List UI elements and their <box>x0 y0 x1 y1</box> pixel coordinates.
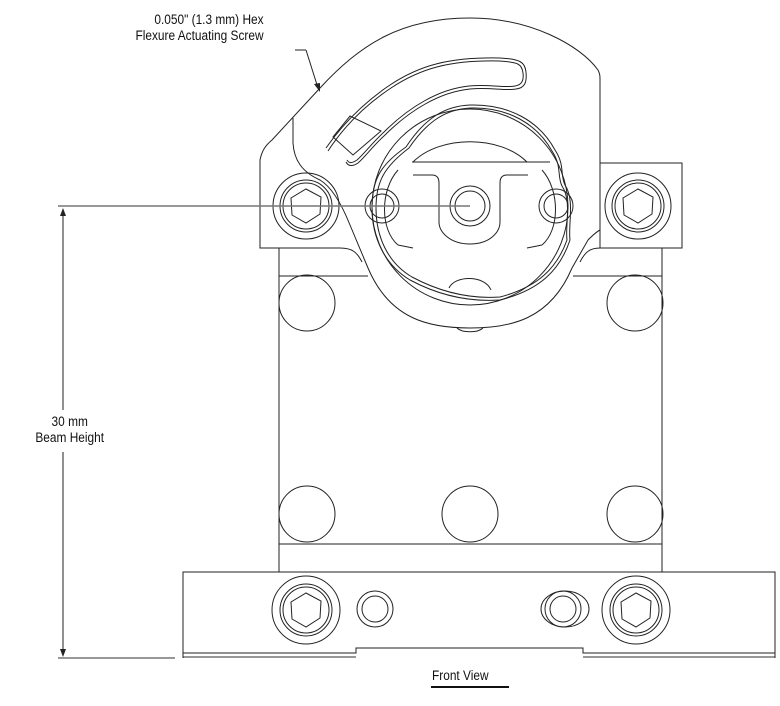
base-screw-left <box>271 575 341 645</box>
base-screw-right <box>601 575 671 645</box>
flexure-housing <box>259 17 601 329</box>
base-hole-left <box>356 590 394 628</box>
view-title: Front View <box>432 668 489 683</box>
callout-leader <box>295 49 320 92</box>
callout-line-1: 0.050" (1.3 mm) Hex <box>154 12 264 27</box>
ear-screw-right <box>604 172 672 240</box>
ear-right <box>579 140 683 263</box>
lens-cell <box>364 141 574 249</box>
flexure-screw-callout: 0.050" (1.3 mm) Hex Flexure Actuating Sc… <box>136 12 264 44</box>
optic-retaining-ring <box>371 104 571 306</box>
base-plate <box>182 571 776 658</box>
bottom-ball-contact <box>448 278 492 333</box>
view-title-underline <box>431 686 509 688</box>
flexure-slot <box>325 57 527 166</box>
beam-height-dimension <box>58 205 470 659</box>
beam-height-label: 30 mm Beam Height <box>35 414 104 446</box>
beam-height-caption: Beam Height <box>35 430 104 445</box>
callout-line-2: Flexure Actuating Screw <box>135 28 264 43</box>
base-slot-right <box>540 590 590 628</box>
body-holes <box>278 274 664 543</box>
beam-height-value: 30 mm <box>51 414 88 429</box>
